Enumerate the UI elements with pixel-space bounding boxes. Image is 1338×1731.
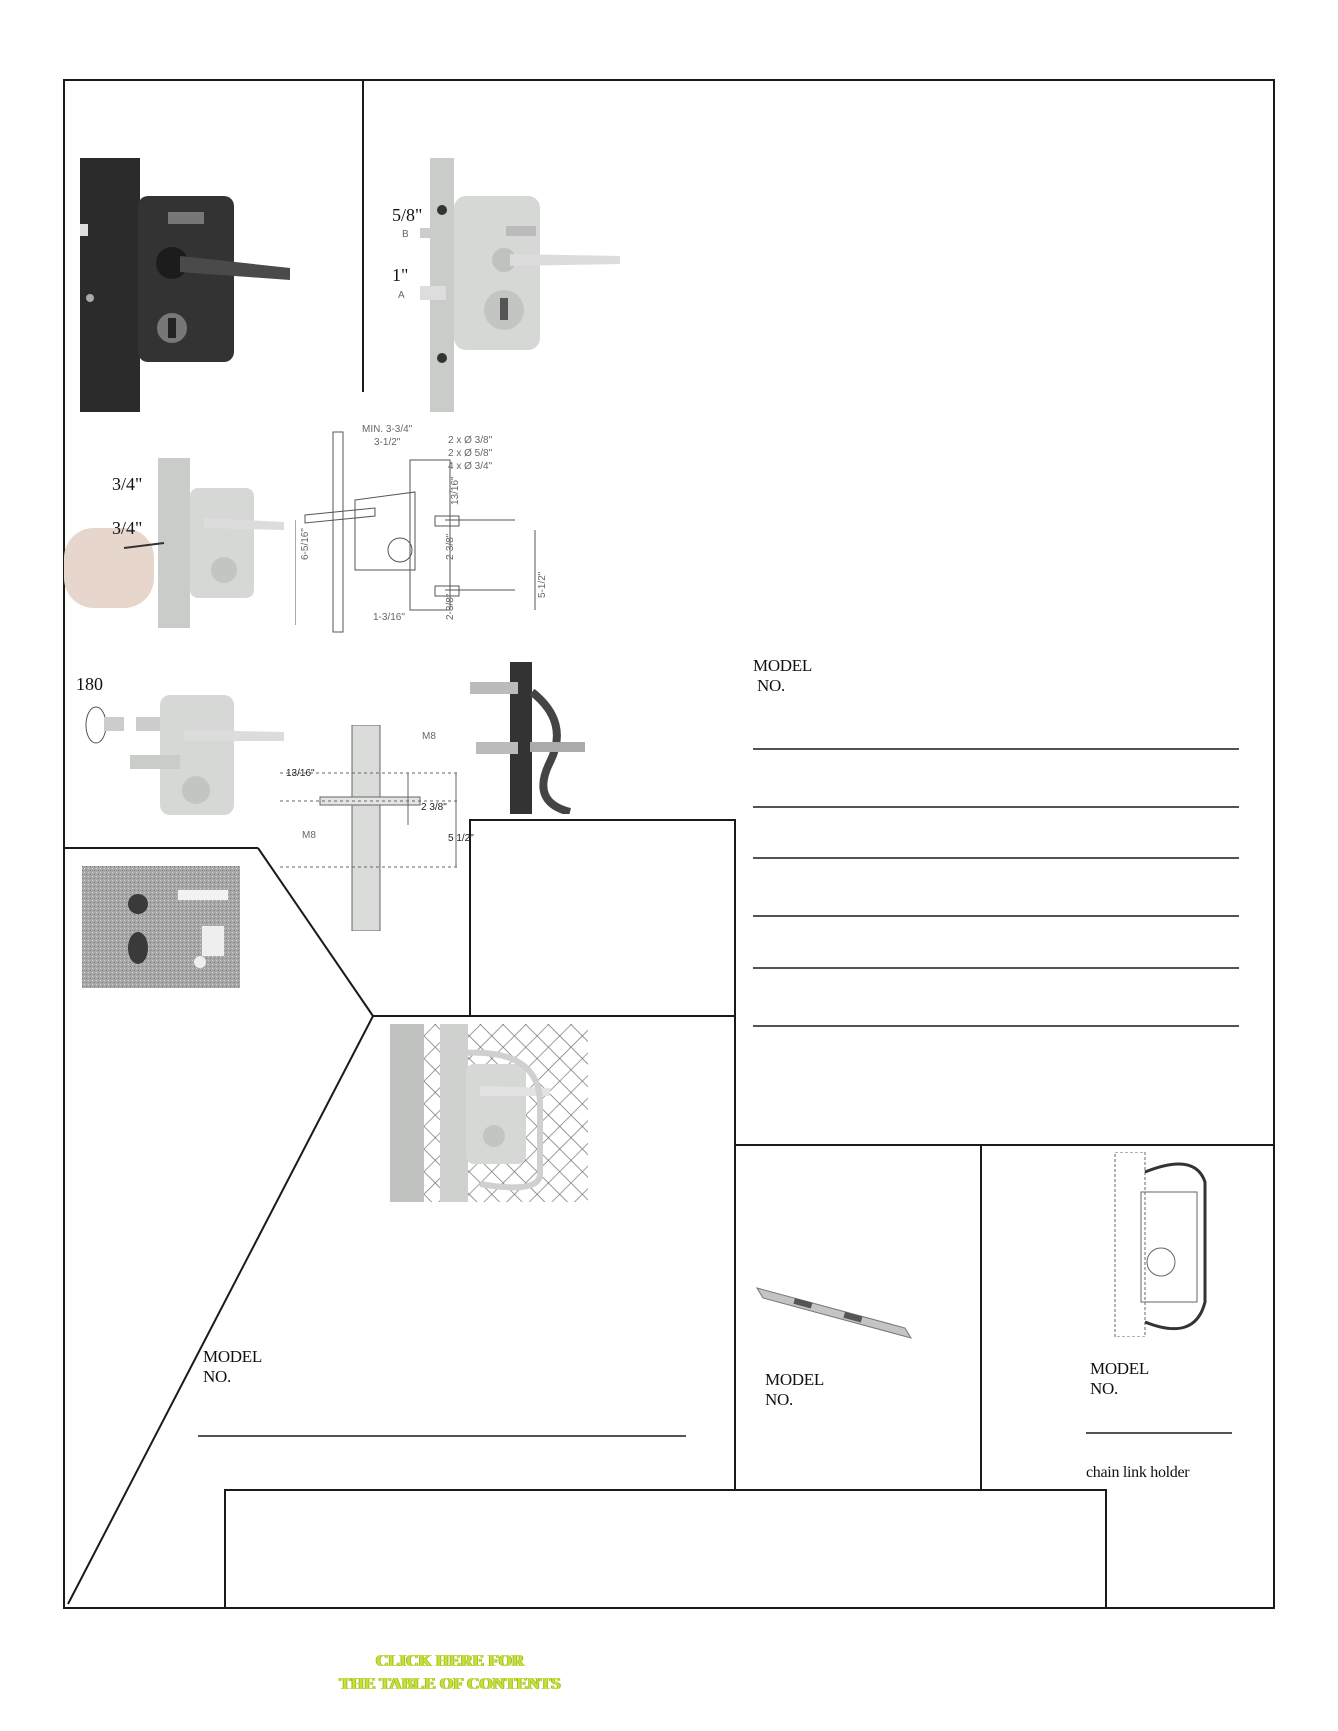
- chain-link-holder-caption: chain link holder: [1086, 1464, 1190, 1481]
- model-left-line2: NO.: [203, 1367, 231, 1386]
- dim-height-total: 6-5/16": [300, 528, 311, 560]
- dim-height-upper: 2-3/8": [445, 533, 456, 560]
- dim-height-lower: 2-3/8": [445, 593, 456, 620]
- dim-a-size: 1": [392, 265, 409, 285]
- chainlink-gate-photo: [390, 1024, 588, 1202]
- strike-plate-photo: [755, 1287, 913, 1339]
- dim-bottom-hole: 3/4": [112, 518, 143, 538]
- keys-photo: [82, 866, 240, 988]
- model-right-line2: NO.: [1090, 1379, 1118, 1398]
- dim-min-width: MIN. 3-3/4": [362, 424, 413, 435]
- dim-b-letter: B: [402, 229, 409, 240]
- model-main-line1: MODEL: [753, 656, 812, 675]
- dim-b-size: 5/8": [392, 205, 423, 225]
- dim-width: 3-1/2": [374, 437, 401, 448]
- dim-hole-2: 2 x Ø 5/8": [448, 448, 493, 459]
- dim-gap-top: 13/16": [286, 768, 315, 779]
- dim-hole-1: 2 x Ø 3/8": [448, 435, 493, 446]
- model-left-label: MODEL NO.: [203, 1347, 262, 1387]
- toc-line-2: THE TABLE OF CONTENTS: [339, 1674, 561, 1693]
- dim-top-hole: 3/4": [112, 474, 143, 494]
- model-mid-line2: NO.: [765, 1390, 793, 1409]
- model-right-line1: MODEL: [1090, 1359, 1149, 1378]
- hand-lock-photo: [64, 458, 284, 628]
- model-main-label: MODEL NO.: [753, 656, 812, 696]
- model-mid-line1: MODEL: [765, 1370, 824, 1389]
- chain-link-holder-sketch: [1114, 1152, 1207, 1337]
- table-of-contents-link[interactable]: CLICK HERE FOR THE TABLE OF CONTENTS: [300, 1649, 600, 1695]
- dim-offset-top: 13/16": [450, 476, 461, 505]
- dim-hole-3: 4 x Ø 3/4": [448, 461, 493, 472]
- rotation-lock-photo: [74, 685, 284, 825]
- dim-m8-bottom: M8: [302, 830, 316, 841]
- model-left-line1: MODEL: [203, 1347, 262, 1366]
- lock-dimension-drawing: [295, 431, 536, 633]
- model-main-line2: NO.: [757, 676, 785, 695]
- dim-height-side: 5-1/2": [537, 571, 548, 598]
- dim-gap-side: 5 1/2": [448, 833, 474, 844]
- dim-gap-mid: 2 3/8": [421, 802, 447, 813]
- silver-lock-photo: [420, 158, 620, 412]
- dim-a-letter: A: [398, 290, 405, 301]
- dim-rotation: 180: [76, 674, 103, 694]
- model-mid-label: MODEL NO.: [765, 1370, 824, 1410]
- mechanism-photo: [470, 662, 585, 814]
- dim-offset-bottom: 1-3/16": [373, 612, 405, 623]
- dim-m8-top: M8: [422, 731, 436, 742]
- through-bolt-drawing: [280, 725, 460, 931]
- dark-lock-photo: [80, 158, 295, 412]
- toc-line-1: CLICK HERE FOR: [375, 1651, 525, 1670]
- model-right-label: MODEL NO.: [1090, 1359, 1149, 1399]
